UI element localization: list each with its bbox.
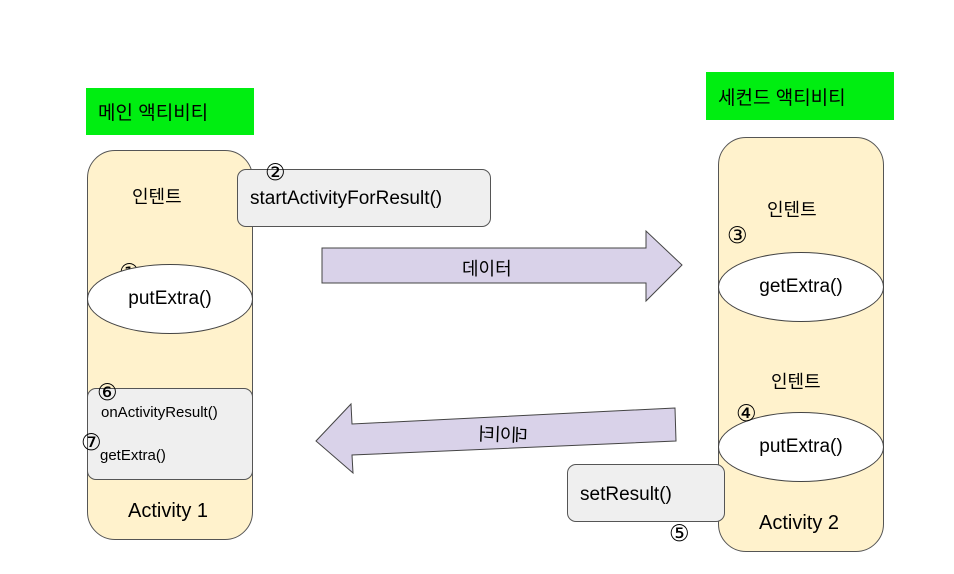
set-result-box xyxy=(567,464,725,522)
back-data-arrow xyxy=(315,402,677,475)
second-activity-title-text: 세컨드 액티비티 xyxy=(718,87,846,109)
main-put-extra-ellipse: putExtra() xyxy=(87,264,253,334)
start-activity-for-result-text: startActivityForResult() xyxy=(250,188,443,209)
main-intent-label: 인텐트 xyxy=(132,187,182,207)
main-activity-title-text: 메인 액티비티 xyxy=(98,103,209,124)
forward-data-arrow xyxy=(321,229,683,303)
second-activity-title: 세컨드 액티비티 xyxy=(706,72,894,120)
second-get-extra-ellipse: getExtra() xyxy=(718,252,884,322)
activity-2-box xyxy=(718,137,884,552)
forward-arrow-label: 데이터 xyxy=(462,259,512,279)
step-3-marker: ③ xyxy=(727,222,748,248)
start-activity-for-result-box xyxy=(237,169,491,227)
second-intent-label-bottom: 인텐트 xyxy=(771,372,821,392)
activity-2-name: Activity 2 xyxy=(759,512,840,534)
second-intent-label-top: 인텐트 xyxy=(767,200,817,220)
on-activity-result-box xyxy=(87,388,253,480)
main-get-extra-text: getExtra() xyxy=(100,447,166,464)
second-put-extra-text: putExtra() xyxy=(759,436,843,457)
main-activity-title: 메인 액티비티 xyxy=(86,88,254,135)
activity-1-name: Activity 1 xyxy=(128,500,209,522)
back-arrow-label: 데이터 xyxy=(477,424,528,446)
step-2-marker: ② xyxy=(265,159,286,185)
main-put-extra-text: putExtra() xyxy=(128,288,212,309)
on-activity-result-text: onActivityResult() xyxy=(101,404,218,421)
step-5-marker: ⑤ xyxy=(669,520,690,546)
second-put-extra-ellipse: putExtra() xyxy=(718,412,884,482)
step-4-marker: ④ xyxy=(736,400,757,426)
step-7-marker: ⑦ xyxy=(81,429,102,455)
set-result-text: setResult() xyxy=(580,484,672,505)
step-6-marker: ⑥ xyxy=(97,379,118,405)
second-get-extra-text: getExtra() xyxy=(759,276,843,297)
